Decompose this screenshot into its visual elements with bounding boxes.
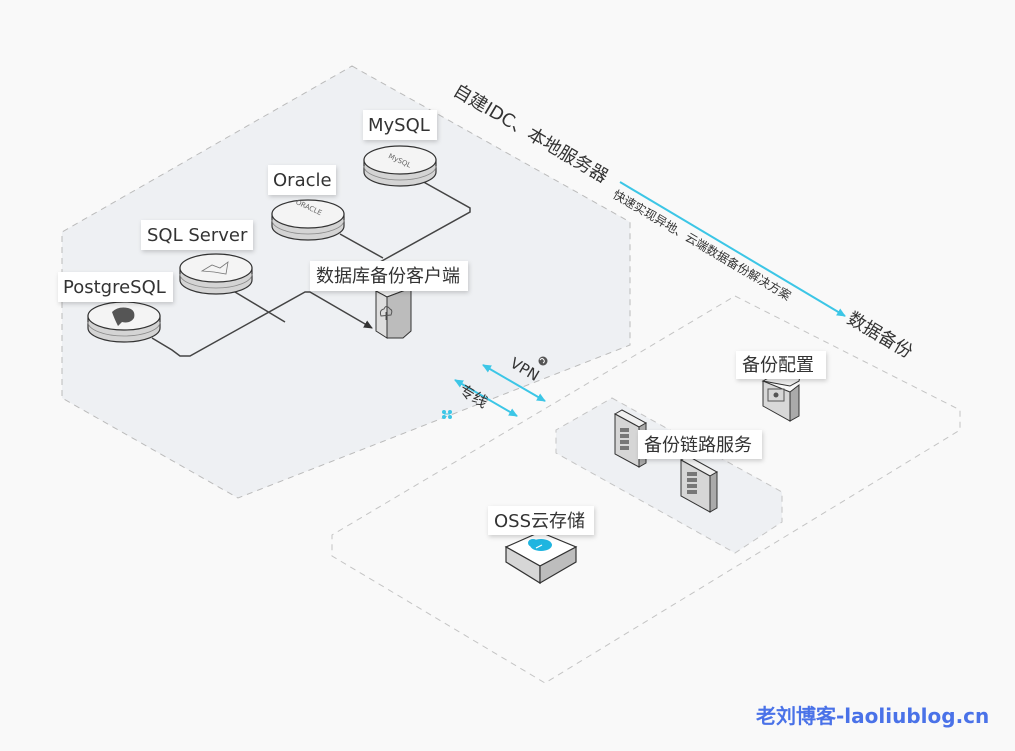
cloud-upload-icon bbox=[379, 306, 393, 320]
svg-text:OSS云存储: OSS云存储 bbox=[494, 511, 585, 532]
db-mysql[interactable]: MySQL bbox=[363, 145, 437, 187]
label-oracle: Oracle bbox=[268, 165, 336, 195]
sqlserver-logo bbox=[200, 261, 229, 275]
network-icon bbox=[442, 410, 452, 419]
title-target: 数据备份 bbox=[843, 308, 916, 363]
cloud-zone bbox=[331, 295, 961, 684]
label-sqlserver: SQL Server bbox=[141, 220, 253, 250]
svg-text:备份配置: 备份配置 bbox=[742, 355, 814, 376]
backup-client[interactable] bbox=[374, 282, 413, 339]
svg-text:MySQL: MySQL bbox=[368, 115, 430, 136]
server-icon bbox=[687, 472, 697, 494]
oss-storage-node[interactable] bbox=[504, 531, 578, 585]
db-oracle[interactable]: ORACLE bbox=[271, 198, 345, 241]
cloud-storage-icon bbox=[528, 539, 552, 551]
monitor-gear-icon bbox=[767, 388, 785, 402]
db-sqlserver[interactable] bbox=[179, 253, 253, 295]
link-service-zone bbox=[555, 397, 783, 554]
postgresql-logo bbox=[112, 307, 135, 326]
svg-text:Oracle: Oracle bbox=[273, 170, 332, 191]
dedicated-line-arrow[interactable] bbox=[454, 379, 518, 417]
label-link-service: 备份链路服务 bbox=[638, 430, 762, 459]
flow-arrow bbox=[619, 181, 846, 317]
watermark: 老刘博客-laoliublog.cn bbox=[756, 704, 990, 728]
label-oss-storage: OSS云存储 bbox=[488, 506, 594, 535]
flow-caption: 快速实现异地、云端数据备份解决方案 bbox=[610, 187, 793, 303]
label-backup-config: 备份配置 bbox=[736, 351, 826, 379]
svg-text:数据库备份客户端: 数据库备份客户端 bbox=[316, 266, 460, 287]
svg-text:PostgreSQL: PostgreSQL bbox=[63, 277, 166, 298]
svg-text:SQL Server: SQL Server bbox=[147, 225, 248, 246]
db-postgresql[interactable] bbox=[87, 301, 161, 343]
globe-icon bbox=[538, 356, 548, 366]
backup-config-node[interactable] bbox=[761, 375, 801, 422]
label-backup-client: 数据库备份客户端 bbox=[310, 261, 468, 291]
db-connection-lines bbox=[151, 179, 471, 357]
label-postgresql: PostgreSQL bbox=[58, 272, 173, 302]
server-icon bbox=[620, 428, 629, 450]
link-server-2[interactable] bbox=[679, 455, 719, 513]
label-mysql: MySQL bbox=[363, 110, 437, 140]
svg-text:备份链路服务: 备份链路服务 bbox=[644, 435, 752, 456]
